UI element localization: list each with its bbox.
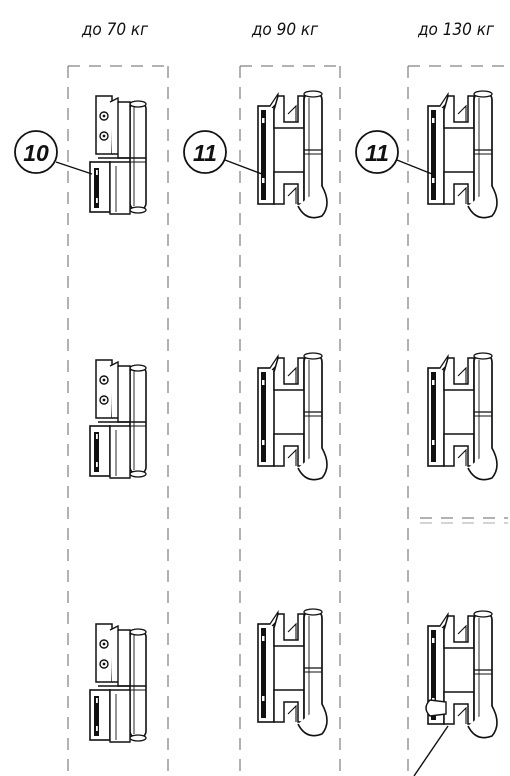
callout-11-col2: 11 — [183, 130, 263, 175]
hinge-130kg-middle — [427, 352, 498, 481]
dashed-frame-col2 — [239, 65, 341, 772]
header-up-to-90kg: до 90 кг — [251, 20, 319, 40]
dashed-frame-col1 — [67, 65, 169, 772]
pivot-plate — [425, 699, 447, 717]
hinge-70kg-top — [89, 95, 147, 215]
callout-10-label: 10 — [23, 140, 49, 166]
header-up-to-130kg: до 130 кг — [417, 20, 495, 40]
callout-11-col3: 11 — [355, 130, 433, 175]
dashed-frame-col3 — [407, 65, 508, 772]
hinge-130kg-bottom — [427, 610, 498, 739]
leader-line-bottom — [413, 725, 449, 776]
hinge-90kg-bottom — [257, 608, 328, 737]
hinge-70kg-middle — [89, 359, 147, 479]
callout-11-col3-label: 11 — [365, 140, 389, 166]
hinge-130kg-top — [427, 90, 498, 219]
callout-11-col2-label: 11 — [193, 140, 217, 166]
header-up-to-70kg: до 70 кг — [81, 20, 149, 40]
hinge-90kg-top — [257, 90, 328, 219]
callout-10: 10 — [14, 130, 93, 175]
hinge-70kg-bottom — [89, 623, 147, 743]
hinge-90kg-middle — [257, 352, 328, 481]
